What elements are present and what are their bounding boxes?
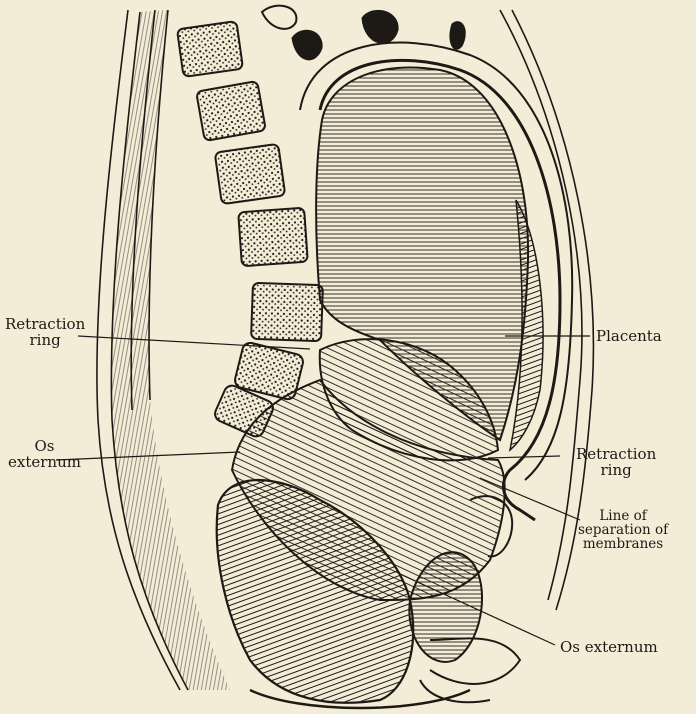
label-line-of-separation: Line of separation of membranes (578, 509, 668, 551)
label-os-externum-left-line2: externum (8, 454, 81, 470)
label-os-externum-left-line1: Os (8, 438, 81, 454)
label-line-of-separation-line2: separation of (578, 523, 668, 537)
label-retraction-ring-right: Retraction ring (576, 446, 656, 478)
label-retraction-ring-left-line2: ring (5, 332, 85, 348)
intestine-sections (262, 6, 465, 60)
label-retraction-ring-right-line2: ring (576, 462, 656, 478)
label-placenta: Placenta (596, 328, 662, 344)
label-line-of-separation-line1: Line of (578, 509, 668, 523)
label-os-externum-left: Os externum (8, 438, 81, 470)
label-retraction-ring-right-line1: Retraction (576, 446, 656, 462)
vertebral-column (177, 21, 323, 439)
label-retraction-ring-left-line1: Retraction (5, 316, 85, 332)
label-line-of-separation-line3: membranes (578, 537, 668, 551)
label-retraction-ring-left: Retraction ring (5, 316, 85, 348)
label-os-externum-right: Os externum (560, 639, 658, 655)
